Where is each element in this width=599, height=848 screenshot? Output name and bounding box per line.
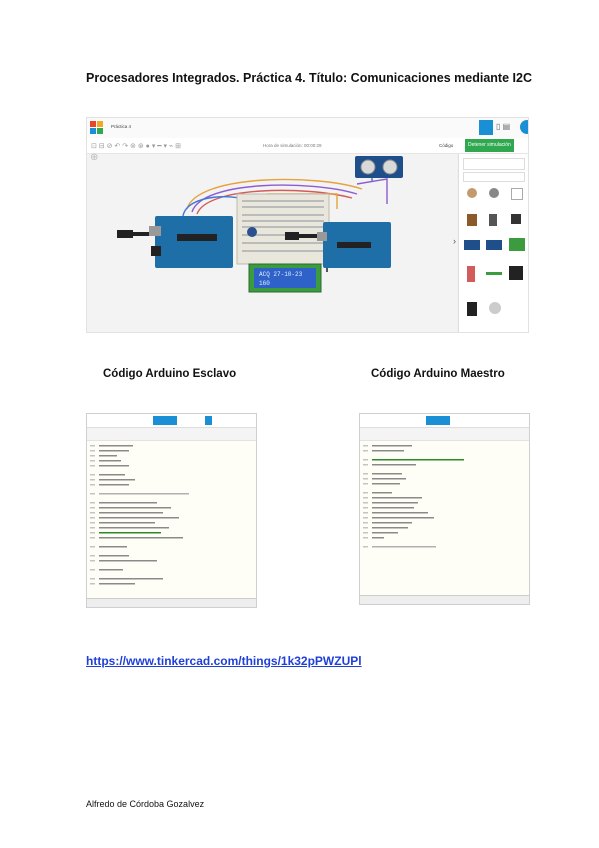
- slave-code-screenshot: [86, 413, 257, 608]
- tinkercad-logo-icon: [90, 121, 104, 135]
- master-code-lines: [363, 445, 464, 548]
- home-view-icon[interactable]: ⊕: [90, 152, 99, 163]
- master-code-editor: [360, 441, 529, 595]
- component-search-input[interactable]: [463, 172, 525, 182]
- master-code-screenshot: [359, 413, 530, 605]
- component-ir-icon[interactable]: [467, 302, 477, 316]
- component-photoresistor-icon[interactable]: [467, 214, 477, 226]
- lcd-line-2: 160: [259, 280, 270, 287]
- slave-code-caption: Código Arduino Esclavo: [103, 368, 237, 380]
- component-pir-icon[interactable]: [509, 238, 525, 251]
- code-button[interactable]: Código: [439, 143, 454, 148]
- document-title: Procesadores Integrados. Práctica 4. Tít…: [86, 71, 532, 85]
- circuit-drawing: ACQ 27-10-23 160: [117, 156, 403, 293]
- project-name: Práctica 4: [111, 124, 132, 129]
- component-resistor-icon[interactable]: [467, 188, 477, 198]
- chevron-right-icon[interactable]: ›: [453, 236, 456, 246]
- lcd-line-1: ACQ 27-10-23: [259, 271, 303, 278]
- stop-simulation-button[interactable]: Detener simulación: [465, 139, 514, 152]
- simulation-time: Hora de simulación: 00:00:29: [263, 143, 322, 148]
- component-force-icon[interactable]: [486, 272, 502, 275]
- toolbar-icons[interactable]: ⊡ ⊟ ⊘ ↶ ↷ ⊚ ⊛ ● ▾ ━ ▾ ⌁ ⊞: [91, 143, 181, 150]
- slave-code-lines: [90, 445, 189, 585]
- master-code-tab[interactable]: [426, 416, 450, 425]
- tinkercad-link[interactable]: https://www.tinkercad.com/things/1k32pPW…: [86, 654, 362, 668]
- circuit-view-button[interactable]: [479, 120, 493, 135]
- component-ultrasonic-2-icon[interactable]: [486, 240, 502, 250]
- slave-serial-monitor-bar[interactable]: [87, 598, 256, 607]
- tinkercad-screenshot: Práctica 4 ▯ ▤ ⊡ ⊟ ⊘ ↶ ↷ ⊚ ⊛ ● ▾ ━ ▾ ⌁ ⊞…: [86, 117, 529, 333]
- component-filter-select[interactable]: [463, 158, 525, 170]
- author-name: Alfredo de Córdoba Gozalvez: [86, 799, 205, 809]
- tinkercad-top-bar: Práctica 4 ▯ ▤: [87, 118, 528, 139]
- slave-code-header: [87, 414, 256, 428]
- component-mic-icon[interactable]: [489, 302, 501, 314]
- list-icon[interactable]: ▯ ▤: [496, 122, 511, 131]
- master-code-caption: Código Arduino Maestro: [371, 368, 505, 380]
- avatar[interactable]: [520, 120, 528, 134]
- component-sensor-icon[interactable]: [511, 188, 523, 200]
- slave-code-toolbar: [87, 428, 256, 441]
- component-temp-sensor-icon[interactable]: [489, 214, 497, 226]
- slave-code-tab[interactable]: [153, 416, 177, 425]
- master-serial-monitor-bar[interactable]: [360, 595, 529, 604]
- component-tilt-sensor-icon[interactable]: [511, 214, 521, 224]
- master-code-toolbar: [360, 428, 529, 441]
- component-gas-icon[interactable]: [509, 266, 523, 280]
- slave-code-editor: [87, 441, 256, 598]
- component-ultrasonic-icon[interactable]: [464, 240, 480, 250]
- slave-close-icon[interactable]: [205, 416, 212, 425]
- components-panel: [458, 154, 528, 332]
- master-code-header: [360, 414, 529, 428]
- component-flex-icon[interactable]: [467, 266, 475, 282]
- tinkercad-toolbar: ⊡ ⊟ ⊘ ↶ ↷ ⊚ ⊛ ● ▾ ━ ▾ ⌁ ⊞ Hora de simula…: [87, 138, 528, 154]
- circuit-canvas[interactable]: ACQ 27-10-23 160 ⊕ ›: [87, 152, 457, 332]
- component-potentiometer-icon[interactable]: [489, 188, 499, 198]
